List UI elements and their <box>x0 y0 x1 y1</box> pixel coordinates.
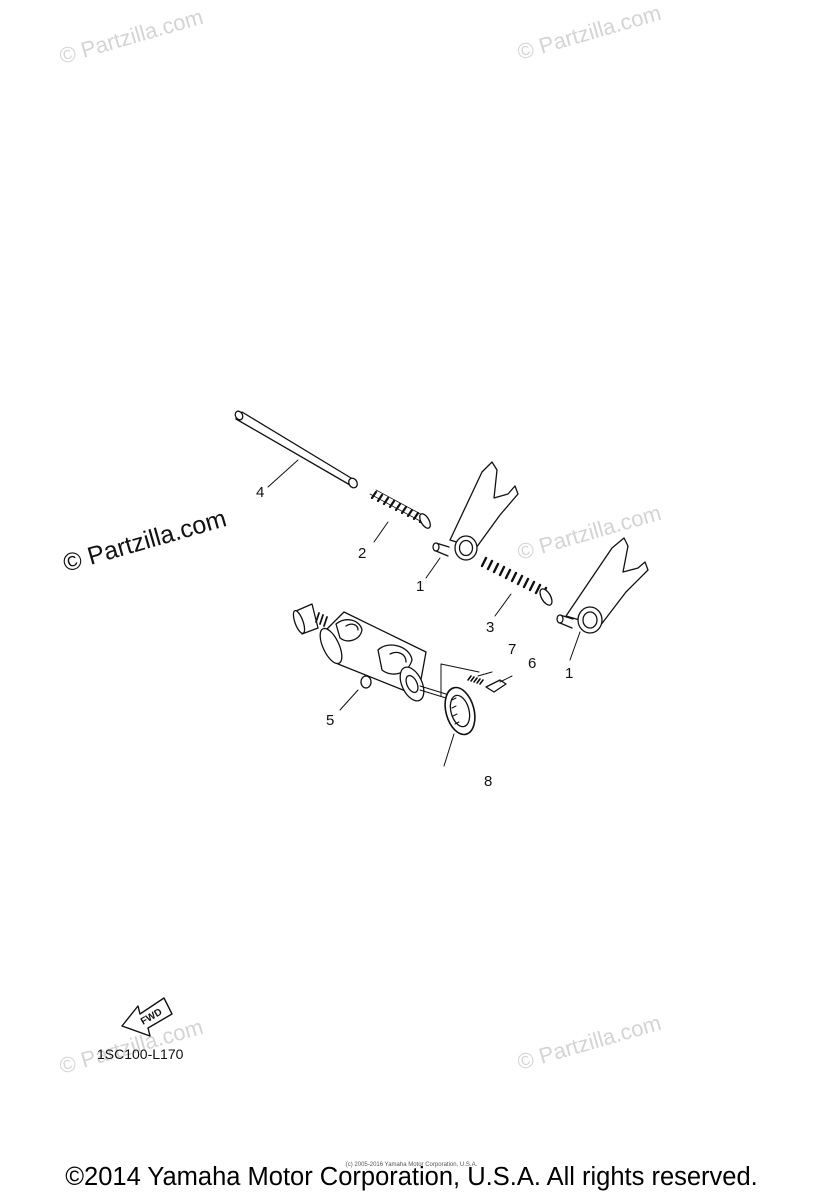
watermark-top-left: © Partzilla.com <box>56 4 205 69</box>
callout-4: 4 <box>256 484 264 501</box>
callout-8: 8 <box>484 773 492 790</box>
watermarks: © Partzilla.com © Partzilla.com © Partzi… <box>56 0 663 1079</box>
needle-bearing <box>443 686 476 767</box>
callout-6: 6 <box>528 655 536 672</box>
watermark-middle-right: © Partzilla.com <box>514 500 663 565</box>
callout-7: 7 <box>508 641 516 658</box>
copyright-notice: ©2014 Yamaha Motor Corporation, U.S.A. A… <box>65 1163 758 1191</box>
spring-small <box>369 489 431 543</box>
diagram-code: 1SC100-L170 <box>97 1046 184 1062</box>
callout-5: 5 <box>326 712 334 729</box>
shift-drum <box>292 603 447 711</box>
watermark-top-right: © Partzilla.com <box>514 0 663 65</box>
callout-numbers: 4 2 1 3 1 7 6 5 8 <box>256 484 573 790</box>
forward-direction-arrow <box>121 997 173 1037</box>
small-credit-line: (c) 2005-2016 Yamaha Motor Corporation, … <box>345 1162 478 1168</box>
callout-2: 2 <box>358 545 366 562</box>
shift-fork-guide-bar <box>234 410 358 489</box>
callout-1-left: 1 <box>416 578 424 595</box>
watermark-bottom-right: © Partzilla.com <box>514 1010 663 1075</box>
watermark-middle-left: © Partzilla.com <box>60 504 230 577</box>
shift-fork-right <box>556 537 649 661</box>
callout-1-right: 1 <box>565 665 573 682</box>
spring-large <box>480 556 553 617</box>
shift-fork-left <box>425 461 519 579</box>
callout-3: 3 <box>486 619 494 636</box>
detent-spring-and-pin <box>440 663 513 697</box>
